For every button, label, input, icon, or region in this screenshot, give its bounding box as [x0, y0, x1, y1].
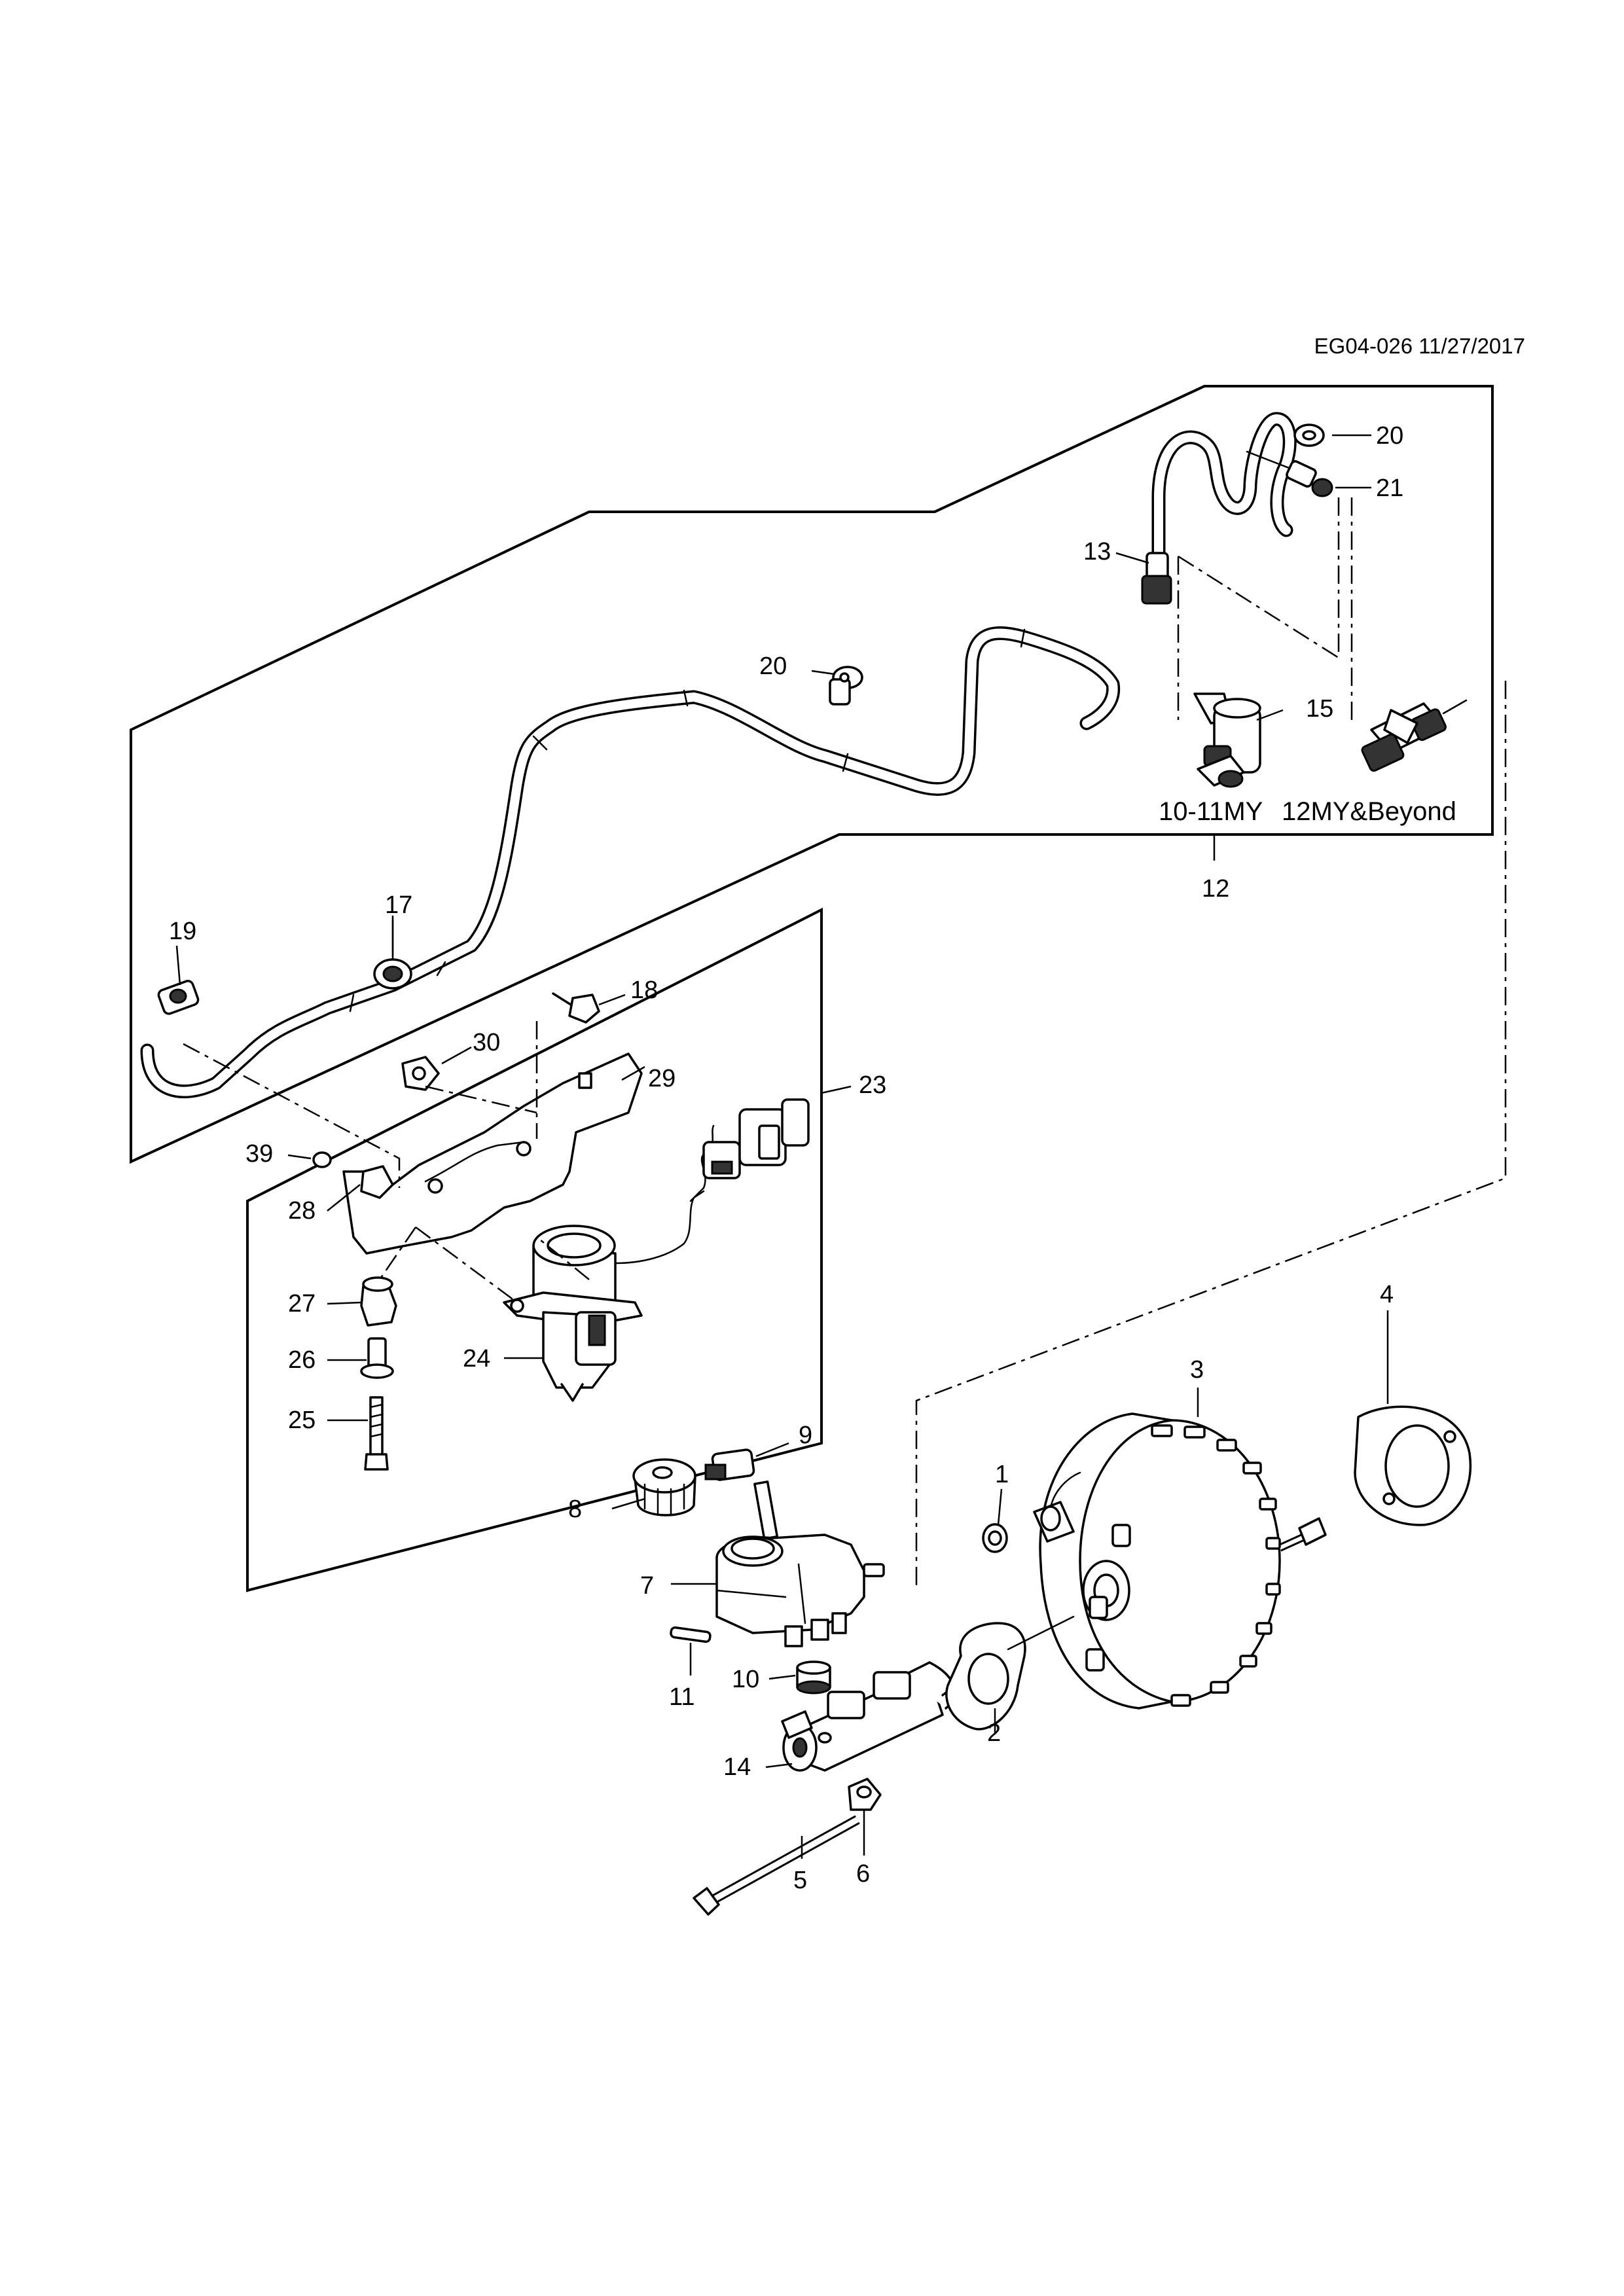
ref-17: 17: [385, 891, 412, 919]
bracket-29: [342, 1052, 643, 1255]
ref-27: 27: [288, 1290, 316, 1318]
check-valve-15-10-11my: [1193, 692, 1261, 788]
nut-28: [360, 1165, 394, 1199]
ref-1: 1: [995, 1461, 1009, 1488]
ref-29: 29: [648, 1065, 676, 1092]
variant-label-12my-beyond: 12MY&Beyond: [1282, 797, 1456, 826]
gasket-2: [945, 1622, 1026, 1731]
ref-12: 12: [1202, 875, 1229, 903]
ref-7: 7: [640, 1572, 654, 1600]
hose-end-connector-19: [157, 980, 200, 1015]
ref-11: 11: [669, 1683, 695, 1711]
reference-numbers: 20 21 13 20 15 12 17 19 18 30 29 23 39 2…: [169, 422, 1403, 1894]
pump-harness-connector: [689, 1098, 810, 1202]
hose-clip-20-upper: [1293, 423, 1325, 447]
booster-gasket-4: [1354, 1405, 1472, 1526]
inline-valve-17: [373, 915, 412, 990]
ref-26: 26: [288, 1346, 316, 1374]
ref-20-upper: 20: [1376, 422, 1403, 450]
vacuum-hose: [140, 626, 1121, 1098]
alignment-lines: [183, 497, 1507, 1590]
upper-hose-branch: [1151, 412, 1307, 560]
variant-label-10-11my: 10-11MY: [1159, 797, 1263, 826]
retaining-pin-11: [670, 1626, 712, 1643]
ref-24: 24: [463, 1345, 490, 1372]
check-valve-15-12my-beyond: [1361, 699, 1468, 772]
hose-fitting-21: [1286, 460, 1333, 497]
ref-4: 4: [1380, 1281, 1394, 1308]
ref-15: 15: [1306, 695, 1333, 723]
ref-8: 8: [568, 1496, 582, 1523]
sleeve-26: [360, 1337, 394, 1379]
fluid-reservoir-7: [715, 1534, 885, 1647]
ref-28: 28: [288, 1197, 316, 1225]
hose-group-outline: [130, 385, 1494, 1164]
ref-20-middle: 20: [759, 653, 787, 680]
ref-13: 13: [1083, 538, 1111, 565]
ref-6: 6: [856, 1860, 870, 1888]
ref-19: 19: [169, 918, 196, 945]
ref-21: 21: [1376, 475, 1403, 502]
ref-5: 5: [793, 1867, 807, 1894]
reservoir-seal-10: [796, 1660, 831, 1695]
ref-10: 10: [732, 1666, 759, 1693]
ref-2: 2: [987, 1719, 1001, 1747]
vacuum-pump-24: [503, 1190, 705, 1402]
nut-6: [848, 1778, 882, 1811]
bolt-25: [364, 1396, 389, 1471]
ref-3: 3: [1190, 1356, 1204, 1384]
ref-18: 18: [630, 977, 658, 1004]
push-rod-bolt-5: [693, 1815, 860, 1916]
ref-9: 9: [799, 1422, 812, 1449]
washer-39: [312, 1151, 332, 1168]
hose-clip-20-middle: [829, 666, 863, 706]
drawing-id: EG04-026 11/27/2017: [1314, 334, 1525, 358]
ref-30: 30: [473, 1029, 500, 1056]
bolt-18: [552, 992, 600, 1024]
reservoir-cap-8: [632, 1458, 696, 1516]
pump-group-outline: [246, 907, 823, 1592]
grommet-27: [360, 1276, 397, 1327]
ref-14: 14: [723, 1753, 751, 1781]
ref-39: 39: [245, 1140, 273, 1168]
ref-23: 23: [859, 1071, 886, 1099]
brake-booster-3: [1007, 1412, 1327, 1710]
hose-connector-13: [1141, 552, 1172, 605]
nut-30: [401, 1056, 440, 1091]
leader-lines: [175, 434, 1389, 1859]
seal-ring-1: [982, 1523, 1008, 1553]
ref-25: 25: [288, 1407, 316, 1434]
level-sensor-9: [704, 1448, 779, 1540]
